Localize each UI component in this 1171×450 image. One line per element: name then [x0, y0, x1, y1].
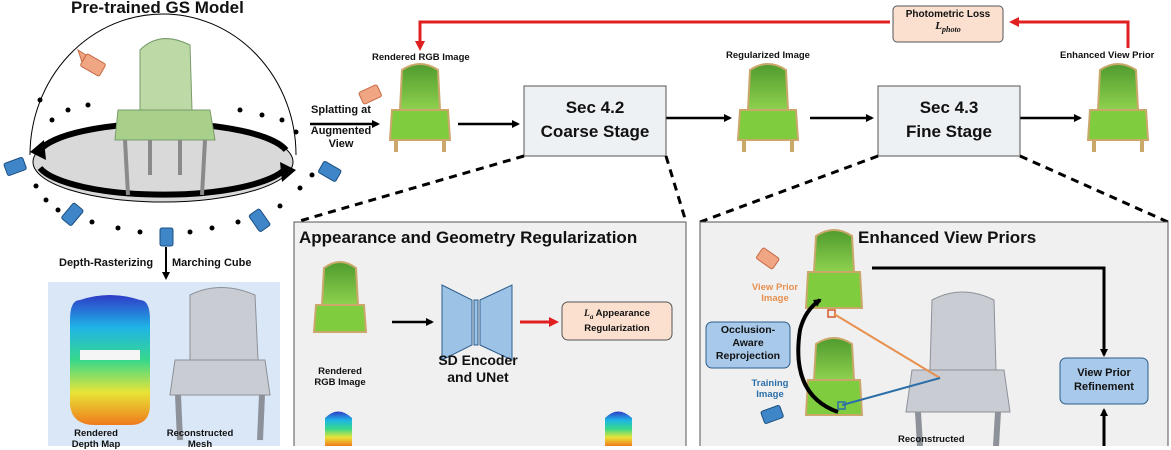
blue-camera-icon [3, 157, 342, 247]
photometric-loss-arrow-right [1009, 17, 1130, 48]
reconstructed-line1: Reconstructed [166, 428, 234, 439]
occlusion-line3: Reprojection [715, 350, 781, 362]
appearance-loss-line1: La Appearance [562, 308, 672, 323]
gs-chair [114, 38, 216, 196]
coarse-stage-box [523, 85, 667, 157]
zoom-line [1019, 154, 1169, 224]
coarse-line1: Sec 4.2 [565, 98, 625, 117]
gs-dots [33, 97, 315, 235]
view-prior-label: View Prior Image [740, 282, 810, 304]
rendered-depth-label: Rendered Depth Map [64, 428, 128, 450]
rendered-depth-line2: Depth Map [71, 439, 121, 450]
priors-mesh [905, 291, 1011, 446]
occlusion-line2: Aware [732, 337, 764, 349]
fine-line2: Fine Stage [906, 122, 992, 141]
appearance-rgb-line1: Rendered [318, 366, 362, 377]
photometric-loss-label: Photometric Loss Lphoto [893, 9, 1003, 34]
fine-stage-box [877, 85, 1021, 157]
appearance-depth-stub [325, 411, 632, 446]
training-line1: Training [751, 378, 789, 389]
regularized-chair [736, 63, 800, 152]
rendered-rgb-label: Rendered RGB Image [372, 52, 470, 63]
appearance-chair [312, 261, 368, 333]
reconstructed-mesh-label: Reconstructed Mesh [160, 428, 240, 450]
fine-stage-label: Sec 4.3 Fine Stage [878, 96, 1020, 144]
sd-unet-shape [441, 284, 513, 361]
appearance-loss-line2: Regularization [584, 322, 650, 334]
refinement-label: View Prior Refinement [1060, 366, 1148, 394]
zoom-line [295, 154, 525, 224]
reconstructed-mesh [169, 287, 271, 441]
photometric-loss-arrow-left [415, 20, 890, 51]
loss-symbol: L [584, 309, 590, 319]
priors-orange-camera-icon [756, 247, 780, 270]
priors-reconstructed-label: Reconstructed [898, 434, 965, 445]
refinement-arrow [872, 266, 1108, 357]
rendered-rgb-chair [388, 63, 452, 152]
appearance-rgb-label: Rendered RGB Image [308, 366, 372, 388]
depth-map [70, 295, 150, 425]
training-label: Training Image [740, 378, 800, 400]
sd-line1: SD Encoder [438, 352, 518, 368]
marching-cube-label: Marching Cube [172, 257, 252, 269]
reprojection-arrow [796, 298, 839, 414]
fine-line1: Sec 4.3 [919, 98, 979, 117]
photometric-loss-text: Photometric Loss [905, 9, 991, 20]
splatting-line2: Augmented [310, 125, 372, 137]
priors-chair-bottom [804, 337, 864, 416]
refinement-line2: Refinement [1074, 381, 1134, 393]
priors-blue-camera-icon [760, 405, 784, 424]
zoom-line [664, 155, 688, 223]
splatting-line1: Splatting at [311, 104, 371, 116]
appearance-loss-box [561, 301, 673, 341]
splatting-line3: View [328, 138, 354, 150]
splatting-label: Splatting at Augmented View [304, 104, 378, 151]
photometric-subscript: photo [942, 25, 961, 35]
photometric-loss-formula: Lphoto [893, 20, 1003, 34]
sd-line2: and UNet [447, 369, 509, 385]
photometric-loss-box [892, 5, 1004, 43]
orange-camera-icon [358, 84, 382, 105]
photometric-symbol: L [935, 20, 943, 32]
coarse-line2: Coarse Stage [540, 122, 650, 141]
view-prior-line1: View Prior [751, 282, 799, 293]
depth-rasterizing-label: Depth-Rasterizing [59, 257, 154, 269]
priors-panel-title: Enhanced View Priors [858, 228, 1037, 247]
appearance-rgb-line2: RGB Image [314, 377, 366, 388]
view-prior-line2: Image [761, 293, 789, 304]
occlusion-box [705, 321, 791, 369]
rendered-depth-line1: Rendered [74, 428, 118, 439]
training-line2: Image [756, 389, 784, 400]
orange-camera-icon [77, 48, 106, 77]
refinement-line1: View Prior [1077, 367, 1131, 379]
appearance-panel-title: Appearance and Geometry Regularization [299, 228, 638, 247]
pretrained-title: Pre-trained GS Model [71, 0, 244, 17]
coarse-stage-label: Sec 4.2 Coarse Stage [524, 96, 666, 144]
loss-subscript: a [589, 312, 594, 321]
training-ray [841, 377, 941, 406]
view-prior-ray [833, 313, 941, 379]
reconstructed-line2: Mesh [187, 439, 213, 450]
occlusion-line1: Occlusion- [720, 324, 776, 336]
zoom-line [699, 154, 879, 224]
occlusion-label: Occlusion- Aware Reprojection [706, 324, 790, 363]
appearance-loss-text: Appearance [595, 308, 650, 319]
enhanced-prior-chair [1086, 63, 1150, 152]
enhanced-prior-label: Enhanced View Prior [1060, 50, 1155, 61]
appearance-loss-label: La Appearance Regularization [562, 308, 672, 335]
regularized-label: Regularized Image [726, 50, 810, 61]
refinement-box [1059, 357, 1149, 405]
sd-unet-label: SD Encoder and UNet [426, 352, 530, 386]
